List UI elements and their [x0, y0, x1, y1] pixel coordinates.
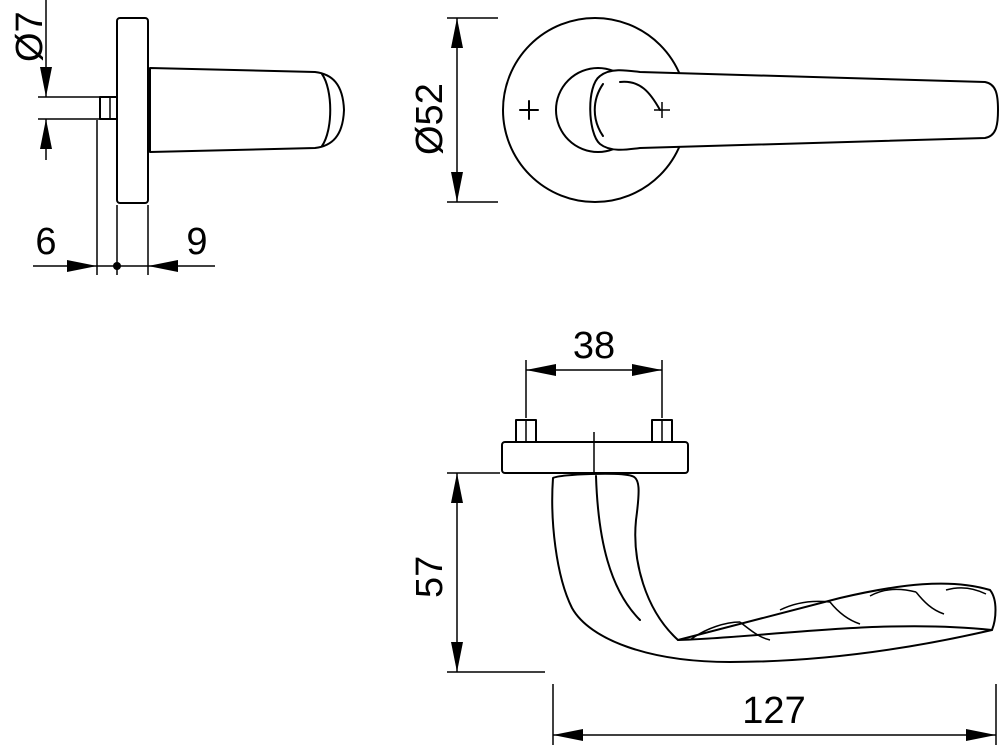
top-rose-plate: [501, 441, 689, 474]
dim-spindle-diameter: Ø7: [9, 0, 100, 160]
side-rose-plate: [116, 17, 149, 204]
dim-label-offset-right: 9: [186, 221, 207, 263]
dim-label-lever-length: 127: [742, 690, 805, 732]
side-view: Ø7 6 9: [9, 0, 345, 275]
front-view: Ø52: [409, 17, 999, 203]
side-lever-neck: [149, 67, 345, 153]
top-view: 38 57 127: [409, 325, 997, 745]
top-grip-grooves: [689, 587, 987, 641]
front-lever-arm: [589, 69, 999, 151]
dim-label-offset-left: 6: [35, 221, 56, 263]
dim-rose-offsets: 6 9: [33, 120, 215, 275]
side-spindle: [99, 96, 118, 120]
top-lever-body: [551, 472, 997, 663]
dim-label-spindle-diameter: Ø7: [9, 11, 51, 62]
dim-label-rose-diameter: Ø52: [409, 83, 451, 155]
dim-rose-diameter: Ø52: [409, 17, 498, 203]
dim-screw-spacing: 38: [525, 325, 663, 418]
top-screws: [515, 419, 673, 445]
dim-lever-height: 57: [409, 472, 545, 673]
dim-lever-length: 127: [552, 684, 997, 745]
dim-label-screw-spacing: 38: [573, 325, 615, 367]
dim-label-lever-height: 57: [409, 556, 451, 598]
